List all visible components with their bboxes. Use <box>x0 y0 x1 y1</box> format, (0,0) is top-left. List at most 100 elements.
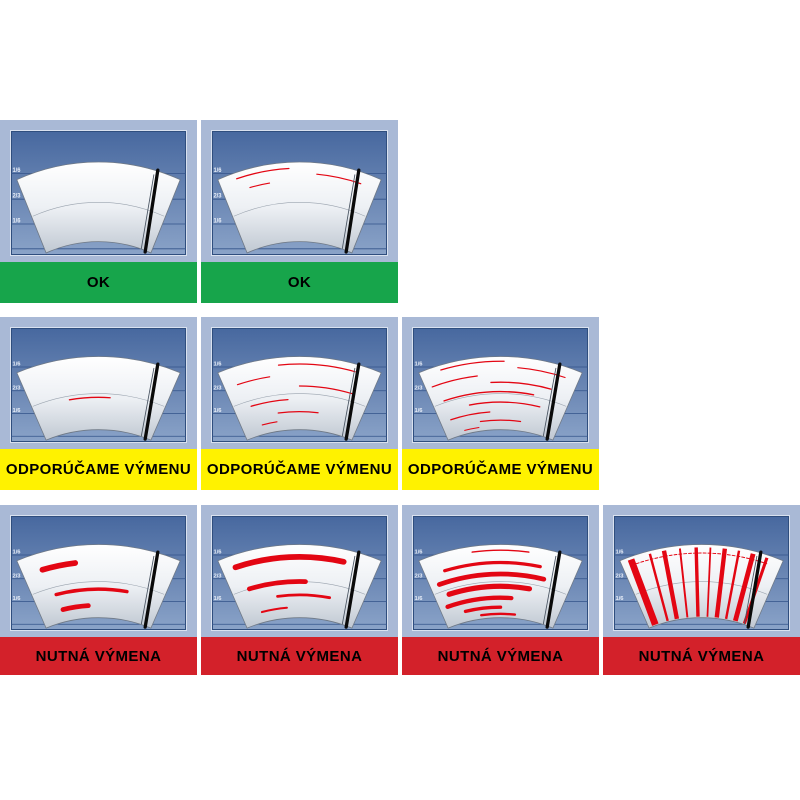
wiper-sweep-graphic: 1/6 2/3 1/6 <box>11 356 186 441</box>
scale-label-top: 1/6 <box>213 362 221 368</box>
wear-streaks <box>232 554 347 614</box>
status-band-required: NUTNÁ VÝMENA <box>402 637 599 675</box>
wiper-blade <box>341 174 356 249</box>
wiper-sweep-graphic: 1/6 2/3 1/6 <box>413 356 588 441</box>
wiper-sweep-fan <box>418 356 583 441</box>
status-band-recommend: ODPORÚČAME VÝMENU <box>402 449 599 490</box>
wiper-sweep-panel: 1/6 2/3 1/6 <box>211 515 388 631</box>
scale-label-bottom: 1/6 <box>414 596 422 602</box>
wear-streaks <box>39 560 129 612</box>
fan-seam-line <box>233 202 366 217</box>
fan-seam-line <box>434 581 567 595</box>
wiper-sweep-fan <box>217 544 382 629</box>
wiper-blade <box>143 168 160 254</box>
wiper-sweep-fan <box>16 161 181 254</box>
scale-label-middle: 2/3 <box>12 573 20 579</box>
wear-streaks <box>68 396 111 401</box>
scale-label-middle: 2/3 <box>12 194 21 200</box>
wiper-sweep-panel: 1/6 2/3 1/6 <box>10 327 187 443</box>
status-band-recommend: ODPORÚČAME VÝMENU <box>201 449 398 490</box>
wiper-blade <box>140 174 155 249</box>
wiper-blade <box>545 550 562 629</box>
scale-label-top: 1/6 <box>414 362 422 368</box>
wear-streaks <box>627 547 769 626</box>
wiper-sweep-panel: 1/6 2/3 1/6 <box>211 130 388 256</box>
wiper-blade <box>344 550 361 629</box>
fan-seam-line <box>32 202 165 217</box>
scale-label-bottom: 1/6 <box>213 218 222 224</box>
wiper-blade <box>341 555 356 625</box>
scale-label-bottom: 1/6 <box>615 596 623 602</box>
fan-seam-line <box>233 393 366 407</box>
scale-label-top: 1/6 <box>615 550 623 556</box>
wear-streaks <box>436 549 547 617</box>
scale-label-top: 1/6 <box>12 168 21 174</box>
fan-seam-line <box>635 581 768 595</box>
wiper-blade <box>545 362 562 441</box>
wiper-blade <box>746 550 763 629</box>
wiper-blade <box>140 555 155 625</box>
wiper-sweep-graphic: 1/6 2/3 1/6 <box>11 544 186 629</box>
scale-label-top: 1/6 <box>414 550 422 556</box>
scale-label-middle: 2/3 <box>12 385 20 391</box>
status-band-recommend: ODPORÚČAME VÝMENU <box>0 449 197 490</box>
scale-label-middle: 2/3 <box>213 573 221 579</box>
scale-label-middle: 2/3 <box>414 385 422 391</box>
wiper-blade <box>542 367 557 437</box>
wiper-sweep-graphic: 1/6 2/3 1/6 <box>614 544 789 629</box>
wiper-sweep-graphic: 1/6 2/3 1/6 <box>212 544 387 629</box>
wiper-sweep-panel: 1/6 2/3 1/6 <box>412 327 589 443</box>
wiper-sweep-panel: 1/6 2/3 1/6 <box>412 515 589 631</box>
wiper-sweep-graphic: 1/62/31/6 <box>212 356 387 441</box>
wiper-blade <box>542 555 557 625</box>
scale-label-top: 1/6 <box>213 168 222 174</box>
scale-label-top: 1/6 <box>12 362 20 368</box>
wiper-sweep-fan <box>16 356 181 441</box>
wiper-sweep-graphic: 1/6 2/3 1/6 <box>413 544 588 629</box>
wear-streaks <box>431 360 566 431</box>
wiper-sweep-panel: 1/6 2/3 1/6 <box>613 515 790 631</box>
scale-label-top: 1/6 <box>12 550 20 556</box>
wiper-blade <box>743 555 758 625</box>
scale-label-bottom: 1/6 <box>414 408 422 414</box>
scale-label-middle: 2/3 <box>213 194 222 200</box>
fan-seam-line <box>32 581 165 595</box>
fan-seam-line <box>434 393 567 407</box>
wiper-sweep-fan <box>619 544 784 629</box>
scale-label-bottom: 1/6 <box>12 596 20 602</box>
wiper-sweep-graphic: 1/6 2/3 1/6 <box>212 161 387 254</box>
scale-label-top: 1/6 <box>213 550 221 556</box>
wiper-blade <box>143 550 160 629</box>
scale-label-middle: 2/3 <box>615 573 623 579</box>
status-band-required: NUTNÁ VÝMENA <box>0 637 197 675</box>
wiper-blade <box>341 367 356 437</box>
scale-label-bottom: 1/6 <box>213 596 221 602</box>
wiper-blade <box>143 362 160 441</box>
wiper-blade <box>344 168 361 254</box>
status-band-required: NUTNÁ VÝMENA <box>603 637 800 675</box>
scale-label-middle: 2/3 <box>414 573 422 579</box>
scale-label-bottom: 1/6 <box>12 408 20 414</box>
status-band-required: NUTNÁ VÝMENA <box>201 637 398 675</box>
wiper-sweep-panel: 1/6 2/3 1/6 <box>10 130 187 256</box>
wiper-sweep-panel: 1/6 2/3 1/6 <box>10 515 187 631</box>
wiper-sweep-graphic: 1/6 2/3 1/6 <box>11 161 186 254</box>
status-band-ok: OK <box>0 262 197 303</box>
scale-label-middle: 2/3 <box>213 385 221 391</box>
wiper-blade <box>344 362 361 441</box>
wear-streaks <box>236 167 362 189</box>
wiper-sweep-fan <box>217 356 382 441</box>
fan-seam-line <box>32 393 165 407</box>
scale-label-bottom: 1/6 <box>12 218 21 224</box>
